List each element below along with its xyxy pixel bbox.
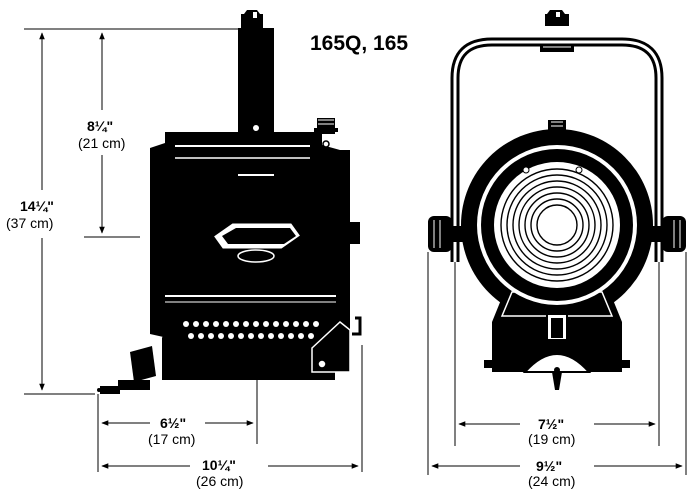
side-half-depth-imperial: 6½" [160,415,186,431]
front-view-dimension-lines [427,252,687,475]
model-title: 165Q, 165 [310,32,408,55]
side-view-dimension-lines [24,28,363,472]
front-inner-width-imperial: 7½" [538,416,564,432]
side-half-depth-metric: (17 cm) [148,431,195,447]
side-view-fixture [97,10,362,394]
side-total-depth-imperial: 10¼" [202,457,236,473]
side-total-depth-metric: (26 cm) [196,473,243,489]
front-view-fixture [428,10,686,390]
upper-height-metric: (21 cm) [78,135,125,151]
front-total-width-imperial: 9½" [536,458,562,474]
total-height-imperial: 14¼" [20,198,54,214]
upper-height-imperial: 8¼" [87,118,113,134]
total-height-metric: (37 cm) [6,215,53,231]
front-total-width-metric: (24 cm) [528,473,575,489]
front-inner-width-metric: (19 cm) [528,431,575,447]
